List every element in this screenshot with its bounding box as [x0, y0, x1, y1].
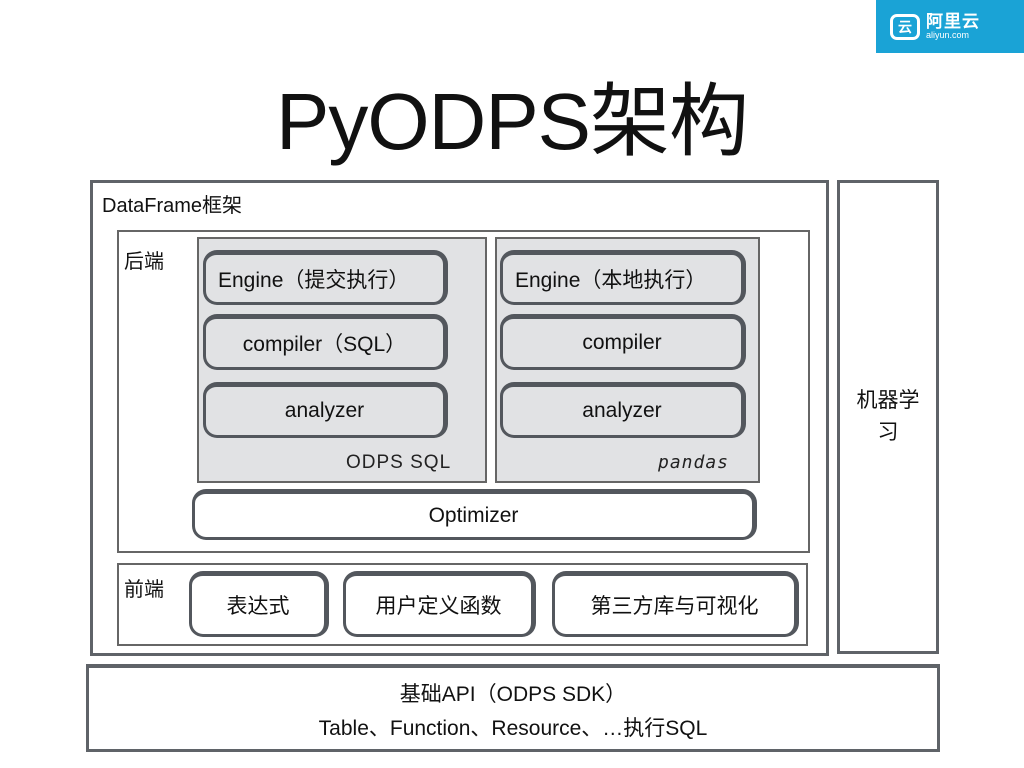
frontend-label: 前端 [124, 579, 164, 601]
slide-title: PyODPS架构 [275, 77, 749, 166]
odps-engine-label: Engine（提交执行） [218, 268, 410, 292]
base-api-box [86, 664, 940, 752]
machine-learning-box [837, 180, 939, 654]
base-api-title: 基础API（ODPS SDK） [399, 683, 627, 706]
pandas-compiler-label: compiler [582, 331, 662, 354]
expression-label: 表达式 [226, 595, 290, 618]
udf-block: 用户定义函数 [343, 571, 536, 637]
pandas-analyzer-block: analyzer [500, 382, 746, 438]
aliyun-cloud-icon: 云 [890, 13, 920, 40]
odps-analyzer-block: analyzer [203, 382, 448, 438]
machine-learning-label: 机器学习 [837, 385, 939, 449]
pandas-analyzer-label: analyzer [582, 399, 662, 422]
dataframe-label: DataFrame框架 [102, 195, 243, 217]
frontend-box [117, 563, 808, 646]
machine-learning-text: 机器学习 [856, 389, 920, 444]
third-party-visualization-block: 第三方库与可视化 [552, 571, 799, 637]
third-party-visualization-label: 第三方库与可视化 [590, 595, 759, 618]
expression-block: 表达式 [189, 571, 329, 637]
optimizer-block: Optimizer [192, 489, 757, 540]
base-api-detail: Table、Function、Resource、…执行SQL [318, 717, 708, 740]
pandas-engine-label: Engine（本地执行） [515, 268, 707, 292]
aliyun-logo: 云 阿里云 aliyun.com [876, 0, 1024, 53]
backend-label: 后端 [124, 251, 164, 273]
odps-compiler-block: compiler（SQL） [203, 314, 448, 370]
pandas-group-label: pandas [658, 452, 730, 473]
odps-compiler-label: compiler（SQL） [242, 333, 407, 356]
pandas-group [495, 237, 760, 483]
logo-en: aliyun.com [926, 30, 970, 40]
odps-engine-block: Engine（提交执行） [203, 250, 448, 305]
dataframe-framework-box [90, 180, 829, 656]
odps-sql-group-label: ODPS SQL [346, 452, 452, 473]
logo-text: 阿里云 aliyun.com [926, 13, 980, 40]
pandas-engine-block: Engine（本地执行） [500, 250, 746, 305]
odps-analyzer-label: analyzer [284, 399, 365, 422]
udf-label: 用户定义函数 [375, 595, 502, 618]
optimizer-label: Optimizer [428, 503, 519, 527]
pandas-compiler-block: compiler [500, 314, 746, 370]
backend-box [117, 230, 810, 553]
logo-cn: 阿里云 [926, 12, 980, 31]
